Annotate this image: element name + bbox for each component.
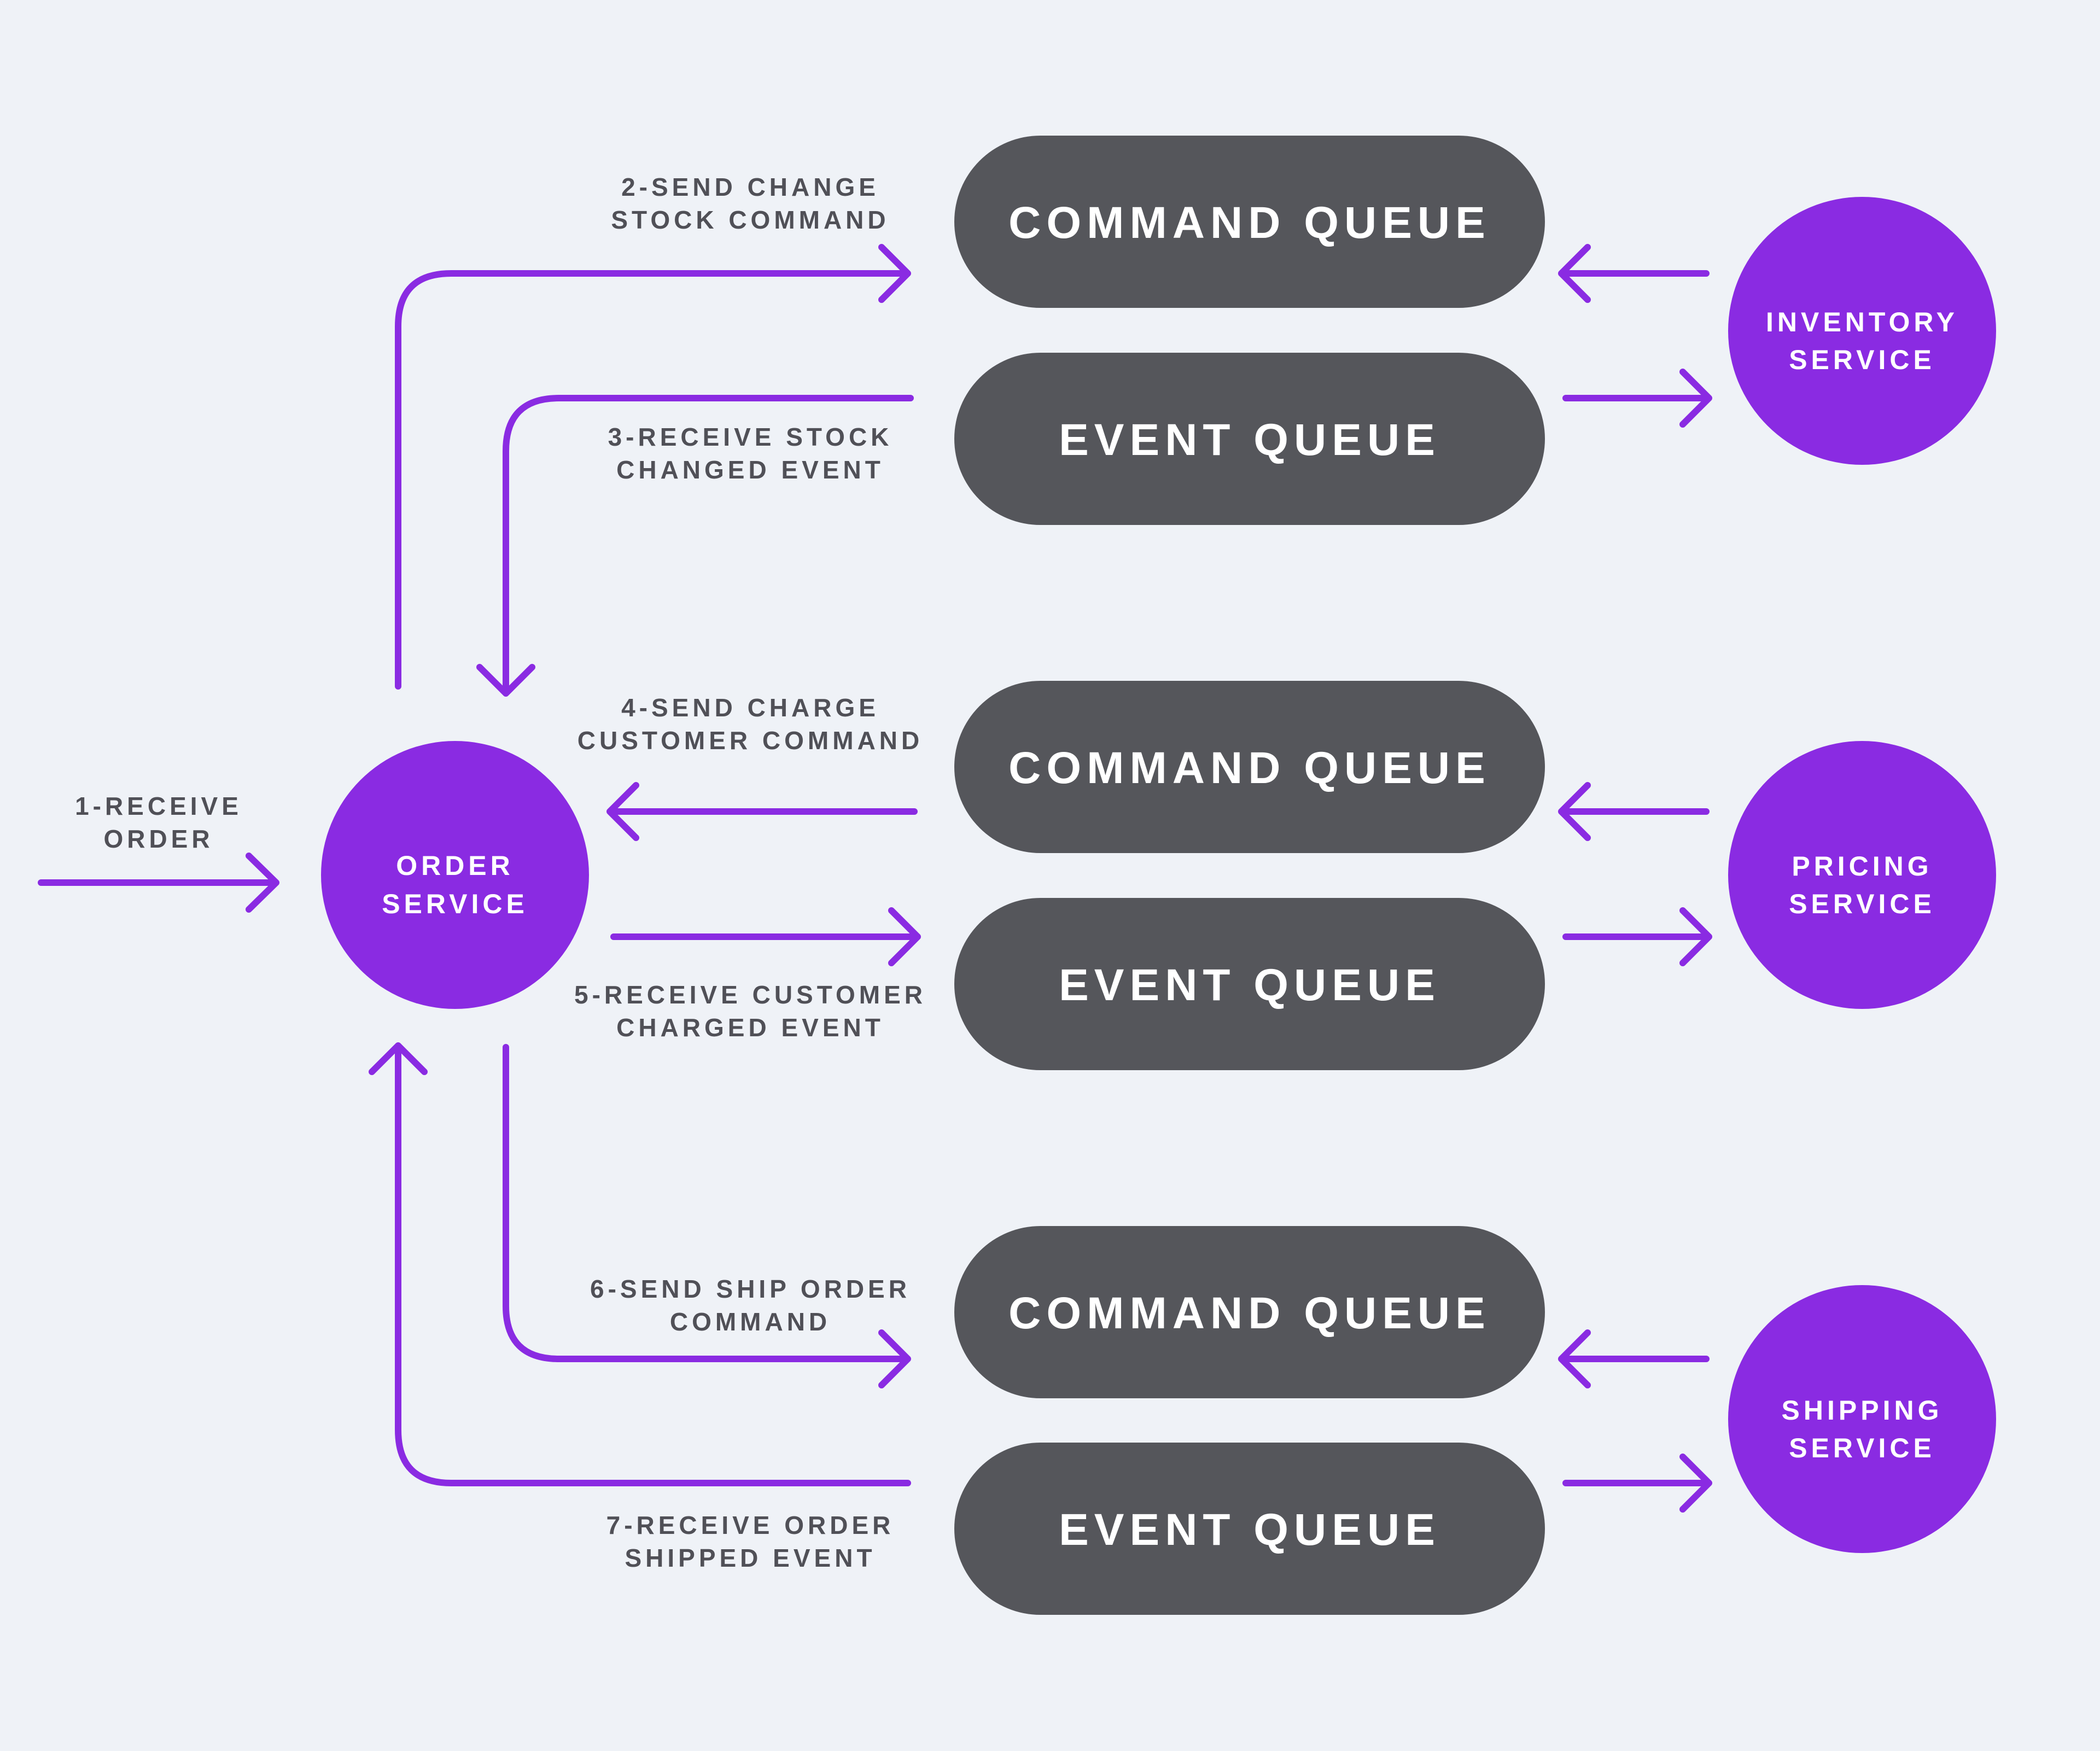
step-1-label-line1: 1-RECEIVE <box>75 792 242 820</box>
step-2-label-line1: 2-SEND CHANGE <box>621 173 879 201</box>
arrow-receive-order-shipped <box>369 1042 911 1486</box>
command-queue-shipping-label: COMMAND QUEUE <box>1008 1288 1491 1338</box>
step-2-label-line2: STOCK COMMAND <box>611 206 889 234</box>
arrow-send-charge-customer <box>606 782 918 841</box>
step-4-label-line2: CUSTOMER COMMAND <box>578 726 923 755</box>
step-3-label-line1: 3-RECEIVE STOCK <box>608 423 893 451</box>
event-queue-inventory-label: EVENT QUEUE <box>1059 415 1440 465</box>
inventory-service-label-line1: INVENTORY <box>1766 307 1958 337</box>
shipping-service-node: SHIPPING SERVICE <box>1728 1285 1996 1553</box>
command-queue-pricing <box>954 681 1545 853</box>
arrow-event-to-pricing <box>1562 907 1712 966</box>
step-7-label-line1: 7-RECEIVE ORDER <box>606 1511 895 1539</box>
shipping-service-label-line2: SERVICE <box>1789 1433 1935 1463</box>
event-queue-inventory <box>954 353 1545 525</box>
arrow-receive-stock-changed <box>476 395 914 697</box>
queue-group-pricing: COMMAND QUEUE EVENT QUEUE <box>954 681 1545 1070</box>
shipping-service-label-line1: SHIPPING <box>1782 1395 1943 1426</box>
step-7-label-line2: SHIPPED EVENT <box>625 1544 876 1572</box>
step-6-label-line2: COMMAND <box>670 1308 831 1336</box>
command-queue-inventory-label: COMMAND QUEUE <box>1008 198 1491 248</box>
command-queue-pricing-label: COMMAND QUEUE <box>1008 743 1491 793</box>
arrow-send-ship-order <box>503 1044 911 1388</box>
step-4-label-line1: 4-SEND CHARGE <box>621 693 879 722</box>
step-3-label-line2: CHANGED EVENT <box>616 456 884 484</box>
command-queue-inventory <box>954 136 1545 308</box>
event-queue-pricing <box>954 898 1545 1070</box>
arrow-event-to-shipping <box>1562 1454 1712 1513</box>
pricing-service-label-line1: PRICING <box>1792 851 1932 882</box>
order-service-node: ORDER SERVICE <box>321 741 589 1009</box>
order-service-label-line2: SERVICE <box>382 889 528 919</box>
step-1-label-line2: ORDER <box>103 825 213 853</box>
connectors <box>38 244 1712 1513</box>
arrow-event-to-inventory <box>1562 369 1712 428</box>
step-5-label-line2: CHARGED EVENT <box>616 1013 884 1042</box>
inventory-service-node: INVENTORY SERVICE <box>1728 197 1996 465</box>
step-labels: 1-RECEIVE ORDER 2-SEND CHANGE STOCK COMM… <box>75 173 926 1572</box>
arrow-inventory-to-command <box>1558 244 1710 303</box>
order-service-circle <box>321 741 589 1009</box>
shipping-service-circle <box>1728 1285 1996 1553</box>
order-service-label-line1: ORDER <box>396 850 514 881</box>
event-queue-shipping-label: EVENT QUEUE <box>1059 1505 1440 1555</box>
queue-group-shipping: COMMAND QUEUE EVENT QUEUE <box>954 1226 1545 1615</box>
arrow-receive-customer-charged <box>610 907 921 966</box>
pricing-service-circle <box>1728 741 1996 1009</box>
queue-group-inventory: COMMAND QUEUE EVENT QUEUE <box>954 136 1545 525</box>
step-6-label-line1: 6-SEND SHIP ORDER <box>590 1275 911 1303</box>
command-queue-shipping <box>954 1226 1545 1398</box>
inventory-service-label-line2: SERVICE <box>1789 345 1935 375</box>
pricing-service-label-line2: SERVICE <box>1789 889 1935 919</box>
event-queue-pricing-label: EVENT QUEUE <box>1059 960 1440 1010</box>
arrow-receive-order <box>38 853 279 913</box>
event-queue-shipping <box>954 1443 1545 1615</box>
arrow-shipping-to-command <box>1558 1329 1710 1388</box>
arrow-pricing-to-command <box>1558 782 1710 841</box>
step-5-label-line1: 5-RECEIVE CUSTOMER <box>574 980 926 1009</box>
pricing-service-node: PRICING SERVICE <box>1728 741 1996 1009</box>
inventory-service-circle <box>1728 197 1996 465</box>
arrow-send-change-stock <box>395 244 911 690</box>
